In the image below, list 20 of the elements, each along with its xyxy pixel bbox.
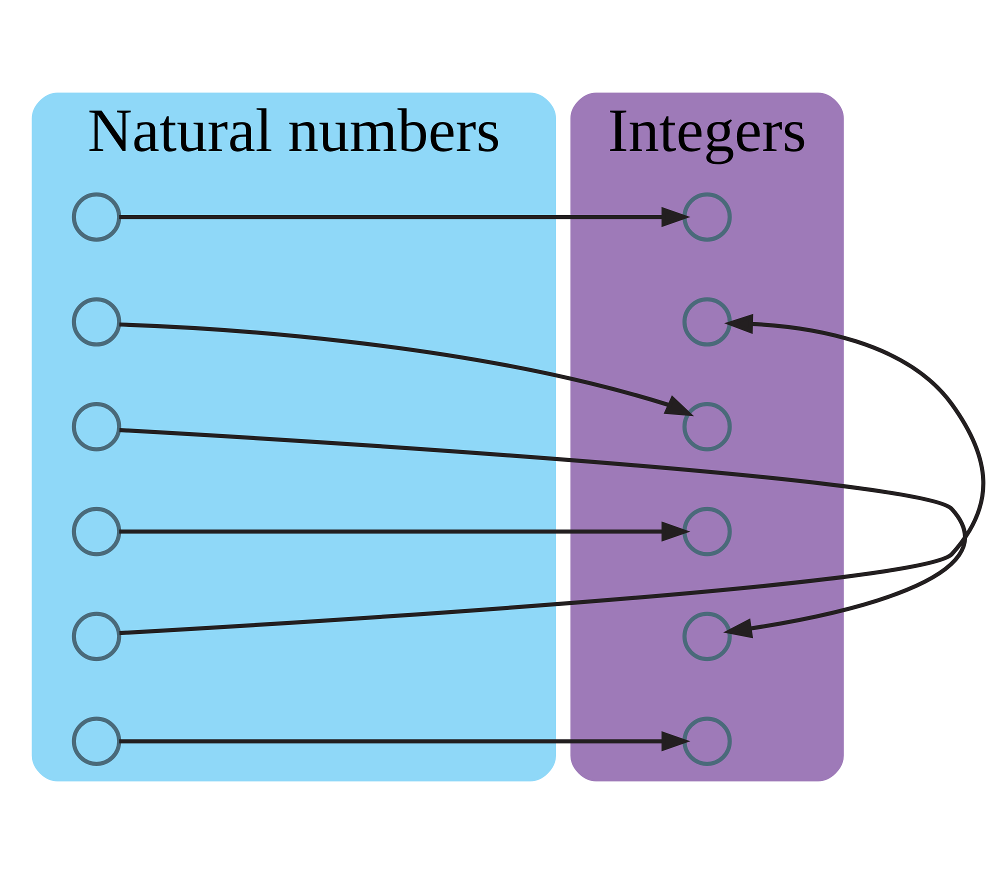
arrow [119, 313, 986, 635]
node-circle [682, 402, 732, 451]
node-circle [72, 611, 122, 661]
cluster: Natural numbers [32, 92, 556, 781]
node-circle [72, 402, 122, 451]
arrow [119, 322, 694, 416]
node-circle [72, 716, 122, 766]
arrow [119, 520, 690, 542]
node-circle [682, 611, 732, 661]
arrow [119, 206, 690, 227]
cluster: Integers [570, 92, 844, 781]
arrow [119, 428, 966, 638]
node-circle [682, 506, 732, 556]
node-circle [682, 296, 732, 346]
node-circle [72, 192, 122, 242]
node-circle [72, 506, 122, 556]
arrow [119, 730, 690, 751]
node-circle [682, 192, 732, 242]
node-circle [72, 296, 122, 346]
node-circle [682, 716, 732, 766]
